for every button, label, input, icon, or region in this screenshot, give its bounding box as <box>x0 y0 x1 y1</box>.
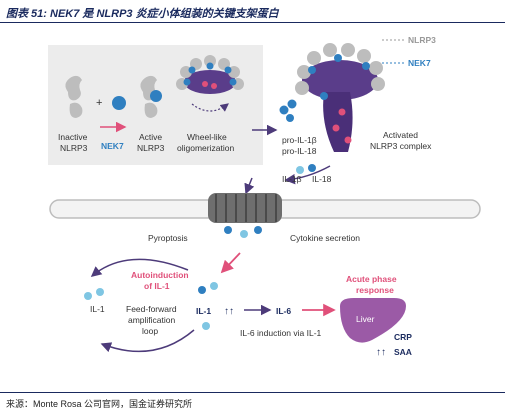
il1-dot <box>96 288 104 296</box>
cytokine-dot <box>308 164 316 172</box>
pro-cytokine-dot <box>286 114 294 122</box>
active-label: Active <box>139 132 162 142</box>
autoinduction-label-1: Autoinduction <box>131 270 189 280</box>
liver-icon <box>340 298 406 343</box>
loop-bottom-arrow <box>100 329 195 353</box>
released-cytokine-dot <box>240 230 248 238</box>
feed-forward-label-2: amplification <box>128 315 176 325</box>
activated-label-2: NLRP3 complex <box>370 141 432 151</box>
pyroptosis-label: Pyroptosis <box>148 233 188 243</box>
il6-label: IL-6 <box>276 306 291 316</box>
il1-left-label: IL-1 <box>90 304 105 314</box>
loop-top-arrow <box>90 258 189 277</box>
to-membrane-arrow <box>244 177 255 195</box>
pro-cytokine-dot <box>279 105 289 115</box>
il1-dot <box>210 282 218 290</box>
inactive-label: Inactive <box>58 132 88 142</box>
up-arrows-icon: ↑↑ <box>224 306 234 317</box>
top-rule <box>0 22 505 23</box>
pro-cytokine-dot <box>287 99 297 109</box>
nek7-icon <box>112 96 126 110</box>
il1-dot <box>84 292 92 300</box>
bottom-rule <box>0 392 505 393</box>
inactive-nlrp3-icon <box>65 75 83 118</box>
activated-complex-icon <box>295 43 385 152</box>
figure-title: 图表 51: NEK7 是 NLRP3 炎症小体组装的关键支架蛋白 <box>6 8 279 20</box>
liver-label: Liver <box>356 314 375 324</box>
pore-icon <box>208 193 282 223</box>
acute-phase-label-1: Acute phase <box>346 274 397 284</box>
active-nlrp3-label: NLRP3 <box>137 143 165 153</box>
il1-dot <box>202 322 210 330</box>
pro-il1b-label: pro-IL-1β <box>282 135 317 145</box>
feed-forward-label-1: Feed-forward <box>126 304 177 314</box>
wheel-label-2: oligomerization <box>177 143 234 153</box>
inactive-nlrp3-label: NLRP3 <box>60 143 88 153</box>
released-cytokine-dot <box>254 226 262 234</box>
il6-induction-label: IL-6 induction via IL-1 <box>240 328 322 338</box>
il1-dot <box>198 286 206 294</box>
to-loop-arrow <box>220 252 241 274</box>
plus-sign: + <box>96 97 102 109</box>
cytokine-secretion-label: Cytokine secretion <box>290 233 360 243</box>
saa-label: SAA <box>394 347 412 357</box>
activated-label-1: Activated <box>383 130 418 140</box>
nek7-nlrp3-diagram: + Inactive NLRP3 NEK7 Active NLRP3 Wheel… <box>48 35 481 358</box>
wheel-oligomer-icon <box>176 55 244 112</box>
il18-label: IL-18 <box>312 174 332 184</box>
legend-nlrp3: NLRP3 <box>408 35 436 45</box>
acute-phase-label-2: response <box>356 285 394 295</box>
active-nlrp3-icon <box>140 75 162 118</box>
autoinduction-label-2: of IL-1 <box>144 281 170 291</box>
pro-il18-label: pro-IL-18 <box>282 146 317 156</box>
released-cytokine-dot <box>224 226 232 234</box>
source-note: 来源：Monte Rosa 公司官网，国金证券研究所 <box>6 399 193 409</box>
wheel-label-1: Wheel-like <box>187 132 227 142</box>
feed-forward-label-3: loop <box>142 326 158 336</box>
cytokine-dot <box>296 166 304 174</box>
up-arrows-icon: ↑↑ <box>376 347 386 358</box>
crp-label: CRP <box>394 332 412 342</box>
cleavage-arrow <box>284 165 331 185</box>
legend-nek7: NEK7 <box>408 58 431 68</box>
il1-mid-label: IL-1 <box>196 306 211 316</box>
il1b-label: IL-1β <box>282 174 302 184</box>
nek7-arrow-label: NEK7 <box>101 141 124 151</box>
